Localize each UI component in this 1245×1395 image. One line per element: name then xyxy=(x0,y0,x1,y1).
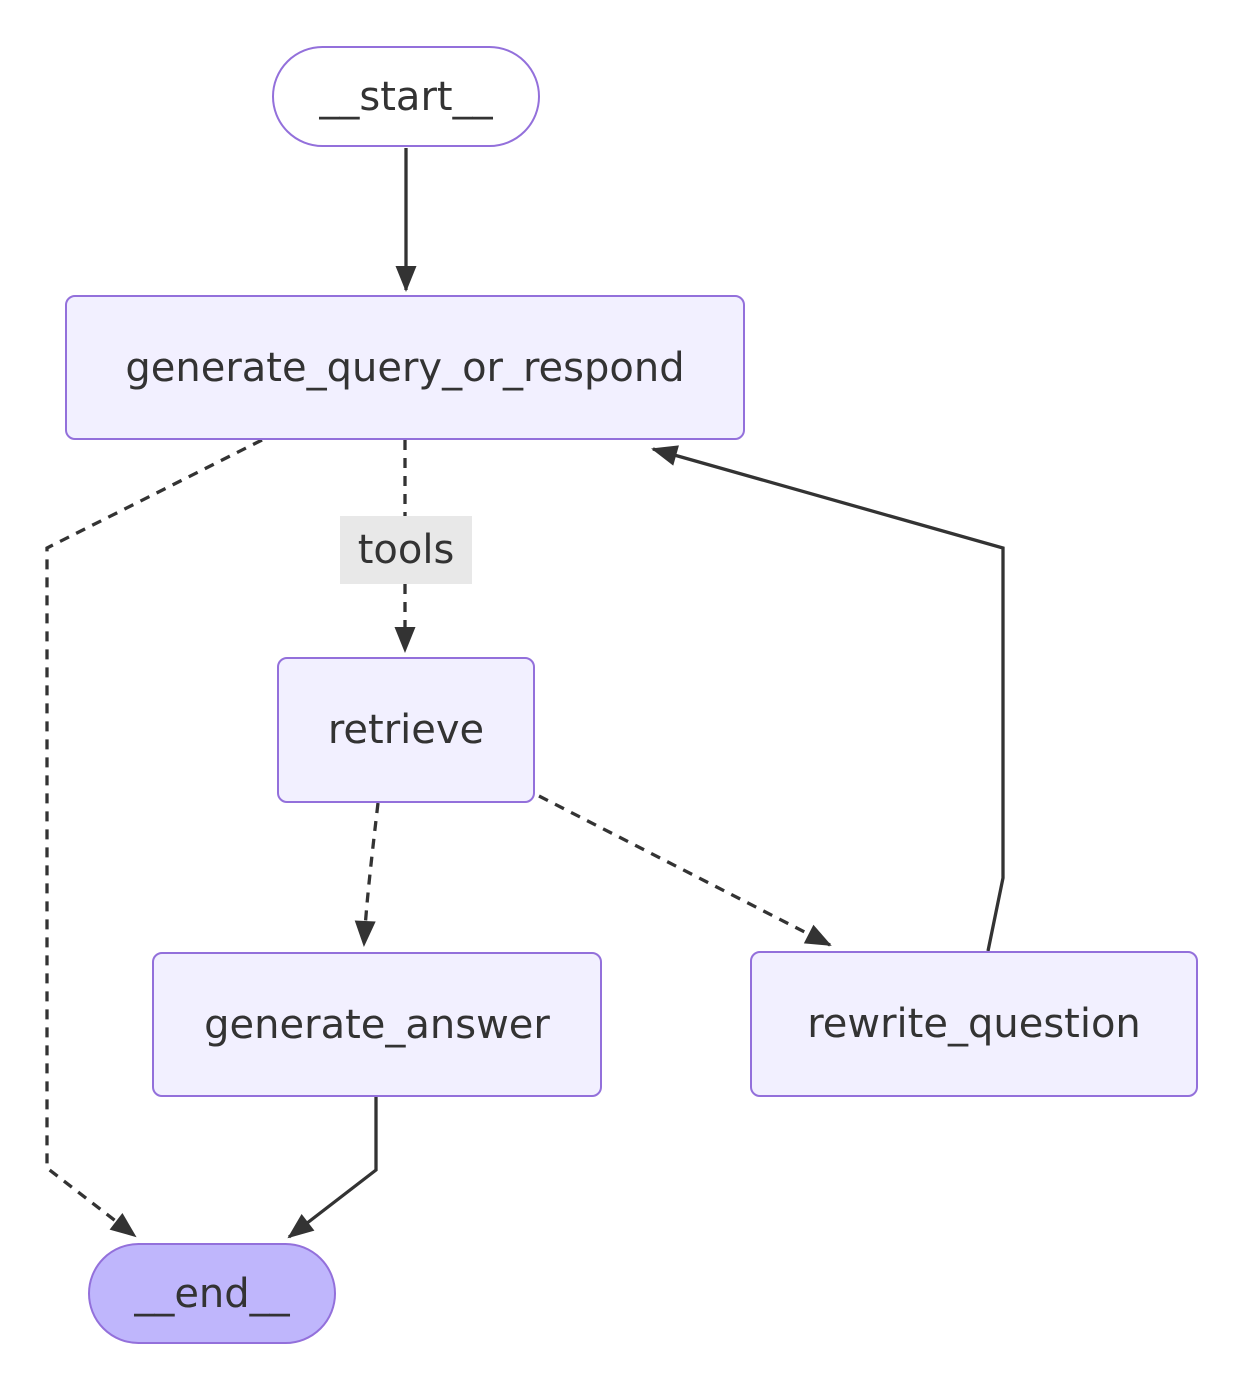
edge-label-tools: tools xyxy=(340,516,472,584)
node-rewrite-question-label: rewrite_question xyxy=(807,1001,1141,1047)
node-end-label: __end__ xyxy=(134,1270,290,1317)
node-start: __start__ xyxy=(272,46,540,147)
node-generate-answer-label: generate_answer xyxy=(204,1001,550,1048)
node-end: __end__ xyxy=(88,1243,336,1344)
node-generate-query-or-respond-label: generate_query_or_respond xyxy=(125,344,685,391)
node-retrieve: retrieve xyxy=(277,657,535,803)
edge-rewrite-question-to-generate-query-or-respond xyxy=(651,445,1005,952)
node-generate-answer: generate_answer xyxy=(152,952,602,1097)
node-generate-query-or-respond: generate_query_or_respond xyxy=(65,295,745,440)
edge-retrieve-to-rewrite-question xyxy=(538,794,832,947)
node-start-label: __start__ xyxy=(319,73,493,120)
node-retrieve-label: retrieve xyxy=(327,707,485,753)
node-rewrite-question: rewrite_question xyxy=(750,951,1198,1097)
edge-label-tools-text: tools xyxy=(357,527,455,573)
edge-retrieve-to-generate-answer xyxy=(354,802,380,947)
edge-generate-answer-to-end xyxy=(287,1097,378,1239)
edge-generate-query-or-respond-to-end xyxy=(45,438,263,1238)
